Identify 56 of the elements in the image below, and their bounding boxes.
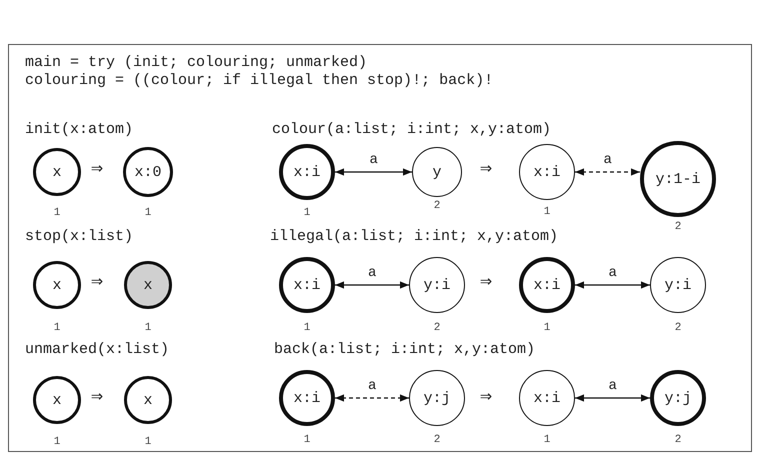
- node-number: 2: [432, 434, 442, 446]
- node-circle: x: [124, 376, 172, 424]
- node-number: 1: [302, 434, 312, 446]
- node-circle: y:1-i: [640, 141, 716, 217]
- rule-arrow: ⇒: [480, 161, 492, 179]
- node-number: 1: [52, 436, 62, 448]
- program-text: colouring = ((colour; if illegal then stop)!; back)!: [25, 72, 494, 90]
- program-text: main = try (init; colouring; unmarked): [25, 54, 368, 72]
- node-circle: y: [412, 147, 462, 197]
- double-arrow: [335, 168, 412, 176]
- node-circle: x:i: [519, 257, 575, 313]
- rule-heading: illegal(a:list; i:int; x,y:atom): [270, 228, 558, 246]
- node-circle: x:i: [519, 144, 575, 200]
- node-number: 1: [52, 207, 62, 219]
- double-arrow: [335, 394, 409, 402]
- node-circle: x:0: [123, 147, 173, 197]
- rule-heading: unmarked(x:list): [25, 341, 170, 359]
- rule-arrow: ⇒: [91, 274, 104, 292]
- double-arrow: [335, 281, 409, 289]
- node-circle: x: [124, 261, 172, 309]
- node-number: 2: [674, 434, 682, 446]
- node-number: 1: [542, 206, 552, 218]
- rule-heading: back(a:list; i:int; x,y:atom): [274, 341, 536, 359]
- rule-arrow: ⇒: [480, 389, 492, 407]
- node-number: 1: [542, 322, 552, 334]
- node-number: 1: [302, 207, 312, 219]
- rule-arrow: ⇒: [91, 161, 104, 179]
- rule-arrow: ⇒: [480, 274, 492, 292]
- node-number: 2: [674, 322, 682, 334]
- node-circle: y:j: [650, 370, 706, 426]
- rule-heading: init(x:atom): [25, 121, 134, 139]
- node-circle: x: [33, 261, 81, 309]
- node-circle: x:i: [279, 144, 335, 200]
- rule-heading: stop(x:list): [25, 228, 134, 246]
- node-number: 1: [542, 434, 552, 446]
- node-circle: x:i: [279, 370, 335, 426]
- node-circle: y:i: [409, 257, 465, 313]
- node-number: 2: [432, 200, 442, 212]
- node-number: 2: [674, 221, 682, 233]
- node-number: 1: [144, 436, 152, 448]
- node-number: 1: [144, 207, 152, 219]
- node-circle: x:i: [279, 257, 335, 313]
- double-arrow: [575, 281, 650, 289]
- node-circle: x:i: [519, 370, 575, 426]
- node-number: 1: [302, 322, 312, 334]
- node-circle: y:j: [409, 370, 465, 426]
- double-arrow: [575, 394, 650, 402]
- node-number: 1: [52, 322, 62, 334]
- node-circle: x: [33, 376, 81, 424]
- rule-arrow: ⇒: [91, 389, 104, 407]
- node-circle: y:i: [650, 257, 706, 313]
- node-circle: x: [33, 148, 81, 196]
- node-number: 2: [432, 322, 442, 334]
- node-number: 1: [144, 322, 152, 334]
- rule-heading: colour(a:list; i:int; x,y:atom): [272, 121, 552, 139]
- double-arrow: [575, 168, 640, 176]
